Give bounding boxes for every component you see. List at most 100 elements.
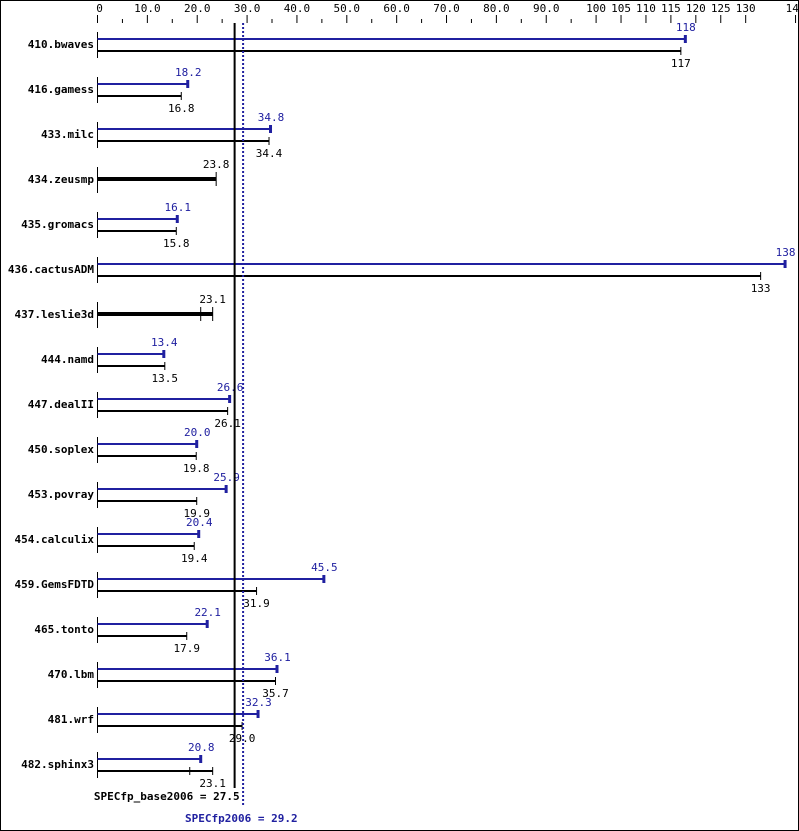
x-tick-label: 10.0 (134, 2, 161, 15)
benchmark-label: 470.lbm (48, 668, 95, 681)
benchmark-label: 481.wrf (48, 713, 94, 726)
base-bar (97, 590, 257, 592)
base-value-label: 117 (671, 57, 691, 70)
peak-bar (97, 578, 325, 580)
base-bar (97, 177, 217, 181)
peak-bar (97, 263, 786, 265)
base-value-label: 19.4 (181, 552, 208, 565)
x-tick-label: 40.0 (284, 2, 311, 15)
base-bar (97, 275, 761, 277)
benchmark-label: 435.gromacs (21, 218, 94, 231)
x-tick-label: 30.0 (234, 2, 261, 15)
base-value-label: 35.7 (262, 687, 289, 700)
benchmark-label: 454.calculix (15, 533, 95, 546)
base-bar (97, 680, 276, 682)
benchmark-label: 436.cactusADM (8, 263, 94, 276)
benchmark-label: 437.leslie3d (15, 308, 94, 321)
base-bar (97, 95, 182, 97)
base-bar (97, 410, 228, 412)
peak-bar-cap (683, 35, 687, 43)
peak-bar-cap (199, 755, 203, 763)
peak-value-label: 20.8 (188, 741, 215, 754)
base-bar (97, 140, 270, 142)
peak-bar-cap (228, 395, 232, 403)
base-bar (97, 770, 213, 772)
base-bar (97, 635, 187, 637)
peak-bar (97, 38, 686, 40)
peak-bar (97, 353, 165, 355)
base-bar (97, 500, 197, 502)
base-bar (97, 365, 165, 367)
x-tick-label: 80.0 (483, 2, 510, 15)
benchmark-label: 465.tonto (34, 623, 94, 636)
benchmark-label: 447.dealII (28, 398, 94, 411)
benchmark-label: 453.povray (28, 488, 95, 501)
benchmark-label: 434.zeusmp (28, 173, 95, 186)
base-value-label: 19.9 (183, 507, 210, 520)
x-tick-label: 90.0 (533, 2, 560, 15)
base-bar (97, 230, 177, 232)
peak-bar (97, 533, 200, 535)
peak-bar-cap (175, 215, 179, 223)
peak-bar-cap (256, 710, 260, 718)
peak-bar (97, 218, 178, 220)
base-value-label: 26.1 (214, 417, 241, 430)
x-tick-label: 125 (711, 2, 731, 15)
base-summary-label: SPECfp_base2006 = 27.5 (94, 790, 240, 803)
x-tick-label: 60.0 (383, 2, 410, 15)
peak-bar (97, 398, 231, 400)
peak-value-label: 34.8 (258, 111, 285, 124)
x-tick-label: 70.0 (433, 2, 460, 15)
base-bar (97, 455, 197, 457)
peak-value-label: 26.6 (217, 381, 244, 394)
peak-bar-cap (195, 440, 199, 448)
peak-value-label: 118 (676, 21, 696, 34)
benchmark-label: 433.milc (41, 128, 94, 141)
x-tick-label: 50.0 (334, 2, 361, 15)
x-tick-label: 100 (586, 2, 606, 15)
base-value-label: 15.8 (163, 237, 190, 250)
peak-bar (97, 128, 272, 130)
peak-bar-cap (162, 350, 166, 358)
base-value-label: 133 (751, 282, 771, 295)
base-value-label: 17.9 (173, 642, 200, 655)
base-value-label: 19.8 (183, 462, 210, 475)
x-tick-label: 110 (636, 2, 656, 15)
peak-bar (97, 488, 227, 490)
base-value-label: 16.8 (168, 102, 195, 115)
peak-bar (97, 713, 259, 715)
peak-value-label: 138 (776, 246, 796, 259)
benchmark-label: 450.soplex (28, 443, 95, 456)
peak-bar (97, 668, 278, 670)
peak-bar (97, 623, 208, 625)
base-value-label: 13.5 (152, 372, 179, 385)
peak-value-label: 36.1 (264, 651, 291, 664)
peak-summary-label: SPECfp2006 = 29.2 (185, 812, 298, 825)
peak-bar-cap (205, 620, 209, 628)
peak-bar (97, 443, 198, 445)
base-value-label: 23.1 (199, 777, 226, 790)
peak-bar-cap (322, 575, 326, 583)
x-tick-label: 115 (661, 2, 681, 15)
x-tick-label: 20.0 (184, 2, 211, 15)
peak-value-label: 16.1 (165, 201, 192, 214)
peak-bar-cap (269, 125, 273, 133)
peak-value-label: 13.4 (151, 336, 178, 349)
peak-bar (97, 83, 189, 85)
base-bar (97, 725, 243, 727)
benchmark-label: 459.GemsFDTD (15, 578, 95, 591)
x-tick-label: 130 (736, 2, 756, 15)
base-bar (97, 312, 213, 316)
peak-value-label: 20.0 (184, 426, 211, 439)
benchmark-label: 416.gamess (28, 83, 94, 96)
x-tick-label: 105 (611, 2, 631, 15)
peak-bar-cap (783, 260, 787, 268)
benchmark-label: 482.sphinx3 (21, 758, 94, 771)
benchmark-label: 410.bwaves (28, 38, 94, 51)
base-value-label: 34.4 (256, 147, 283, 160)
x-tick-label: 120 (686, 2, 706, 15)
x-tick-label: 0 (96, 2, 103, 15)
peak-value-label: 45.5 (311, 561, 338, 574)
base-value-label: 31.9 (243, 597, 270, 610)
